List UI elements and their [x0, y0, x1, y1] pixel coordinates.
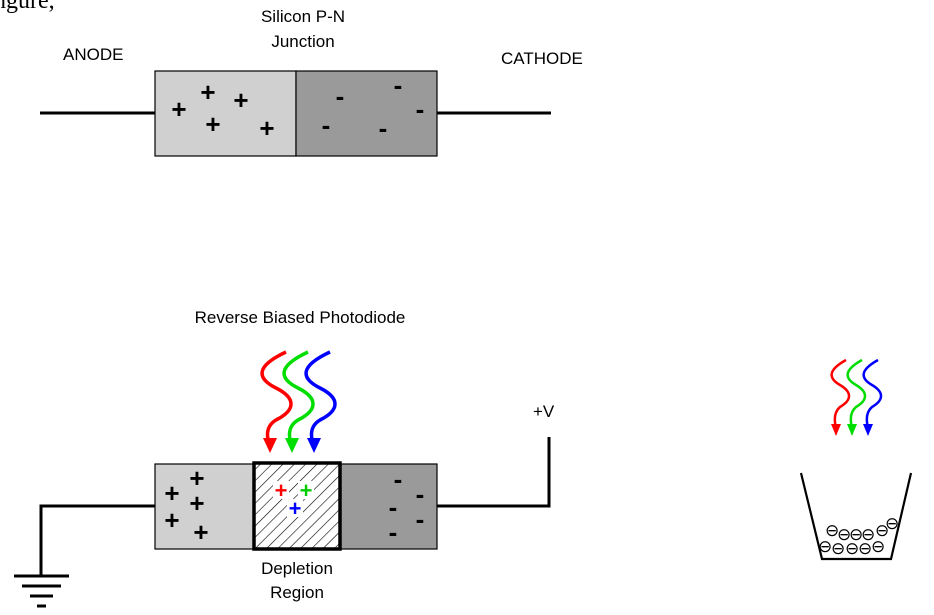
collected-electrons: ⊖ ⊖ ⊖ ⊖ ⊖ ⊖ ⊖ ⊖ ⊖ ⊖ ⊖ [818, 514, 899, 558]
hole-sign: + [200, 77, 215, 107]
depletion-label-line2: Region [270, 583, 324, 602]
photodiode: Reverse Biased Photodiode [14, 308, 555, 608]
depletion-label-line1: Depletion [261, 559, 333, 578]
ground-wire [39, 504, 155, 576]
junction-title-line1: Silicon P-N [261, 7, 345, 26]
green-light-ray [846, 358, 867, 436]
electron-sign: - [389, 492, 398, 522]
electron-icon: ⊖ [849, 525, 863, 544]
p-charges: + + + + + [171, 77, 274, 143]
photon-bucket-analogy: ⊖ ⊖ ⊖ ⊖ ⊖ ⊖ ⊖ ⊖ ⊖ ⊖ ⊖ [799, 358, 913, 561]
electron-icon: ⊖ [845, 539, 859, 558]
blue-light-ray [304, 350, 337, 453]
anode-label: ANODE [63, 45, 123, 64]
p-charges: + + + + + [164, 463, 208, 547]
p-region [154, 70, 297, 157]
electron-sign: - [322, 110, 331, 140]
light-rays [260, 350, 337, 453]
blue-carrier-sign: + [289, 496, 302, 521]
cathode-label: CATHODE [501, 49, 583, 68]
hole-sign: + [189, 463, 204, 493]
clipped-top-text: ngure, [0, 0, 55, 14]
ground-icon [14, 574, 69, 608]
hole-sign: + [205, 109, 220, 139]
electron-icon: ⊖ [861, 525, 875, 544]
electron-sign: - [394, 70, 403, 100]
positive-wire [437, 437, 551, 508]
small-light-rays [830, 358, 883, 436]
p-region [154, 463, 255, 550]
red-carrier-sign: + [275, 478, 288, 503]
electron-icon: ⊖ [858, 539, 872, 558]
electron-icon: ⊖ [831, 539, 845, 558]
electron-icon: ⊖ [871, 537, 885, 556]
electron-icon: ⊖ [875, 521, 889, 540]
pn-junction: Silicon P-N Junction ANODE CATHODE + + +… [40, 7, 583, 157]
hole-sign: + [164, 478, 179, 508]
red-light-ray [260, 350, 293, 453]
junction-title-line2: Junction [271, 32, 334, 51]
n-region [339, 463, 438, 550]
electron-sign: - [389, 517, 398, 547]
hole-sign: + [233, 85, 248, 115]
electron-icon: ⊖ [837, 525, 851, 544]
green-light-ray [282, 350, 315, 453]
n-charges: - - - - - [322, 70, 425, 143]
photo-carriers: + + + [273, 478, 314, 521]
electron-sign: - [416, 504, 425, 534]
red-light-ray [830, 358, 851, 436]
hole-sign: + [193, 517, 208, 547]
electron-sign: - [394, 464, 403, 494]
electron-icon: ⊖ [818, 537, 832, 556]
blue-light-ray [862, 358, 883, 436]
electron-sign: - [379, 113, 388, 143]
hole-sign: + [189, 488, 204, 518]
voltage-label: +V [533, 402, 555, 421]
green-carrier-sign: + [300, 478, 313, 503]
electron-sign: - [336, 81, 345, 111]
electron-sign: - [416, 479, 425, 509]
electron-sign: - [416, 94, 425, 124]
electron-icon: ⊖ [885, 514, 899, 533]
hole-sign: + [164, 505, 179, 535]
electron-icon: ⊖ [825, 521, 839, 540]
electron-bucket [799, 472, 913, 561]
hole-sign: + [171, 94, 186, 124]
photodiode-title: Reverse Biased Photodiode [195, 308, 406, 327]
n-region [295, 70, 438, 157]
n-charges: - - - - - [389, 464, 425, 547]
hole-sign: + [259, 113, 274, 143]
